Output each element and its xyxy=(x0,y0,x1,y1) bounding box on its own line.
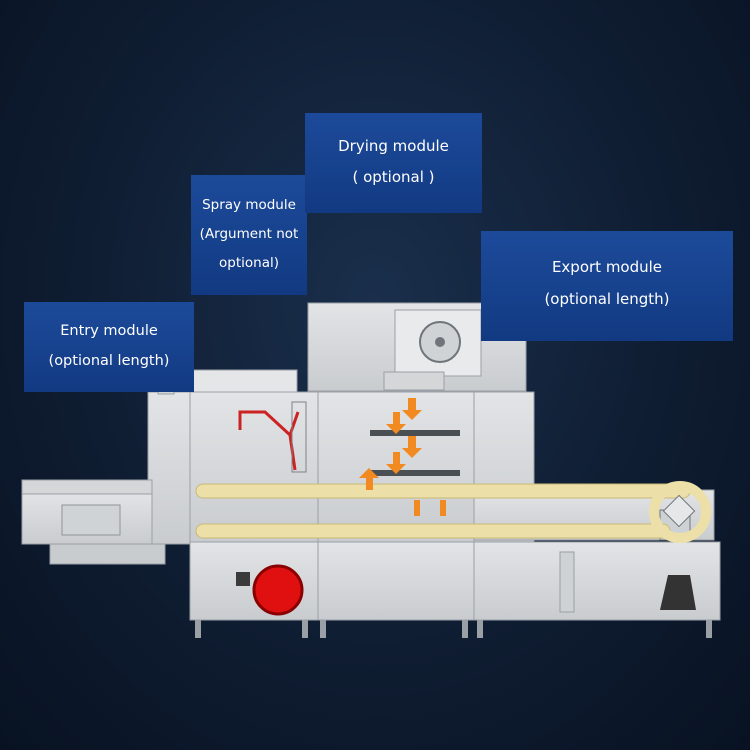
entry-module-note: (optional length) xyxy=(48,353,170,369)
spray-module-title: Spray module xyxy=(202,197,296,213)
spray-module-note-line2: optional) xyxy=(219,255,279,271)
pump-motor xyxy=(252,564,304,616)
entry-module-title: Entry module xyxy=(60,323,158,339)
export-module-note: (optional length) xyxy=(544,290,670,308)
entry-section xyxy=(21,383,197,565)
machine-base xyxy=(189,541,721,638)
export-module-label: Export module (optional length) xyxy=(481,231,733,341)
entry-module-label: Entry module (optional length) xyxy=(24,302,194,392)
spray-module-note-line1: (Argument not xyxy=(199,226,299,242)
export-module-title: Export module xyxy=(551,258,663,276)
drying-module-note: ( optional ) xyxy=(352,168,435,186)
spray-module-label: Spray module (Argument not optional) xyxy=(191,175,307,295)
drying-module-title: Drying module xyxy=(338,137,449,155)
airflow-arrows xyxy=(359,398,446,516)
drying-module-label: Drying module ( optional ) xyxy=(305,113,482,213)
conveyor-belt xyxy=(195,481,711,543)
spray-section xyxy=(189,369,319,543)
